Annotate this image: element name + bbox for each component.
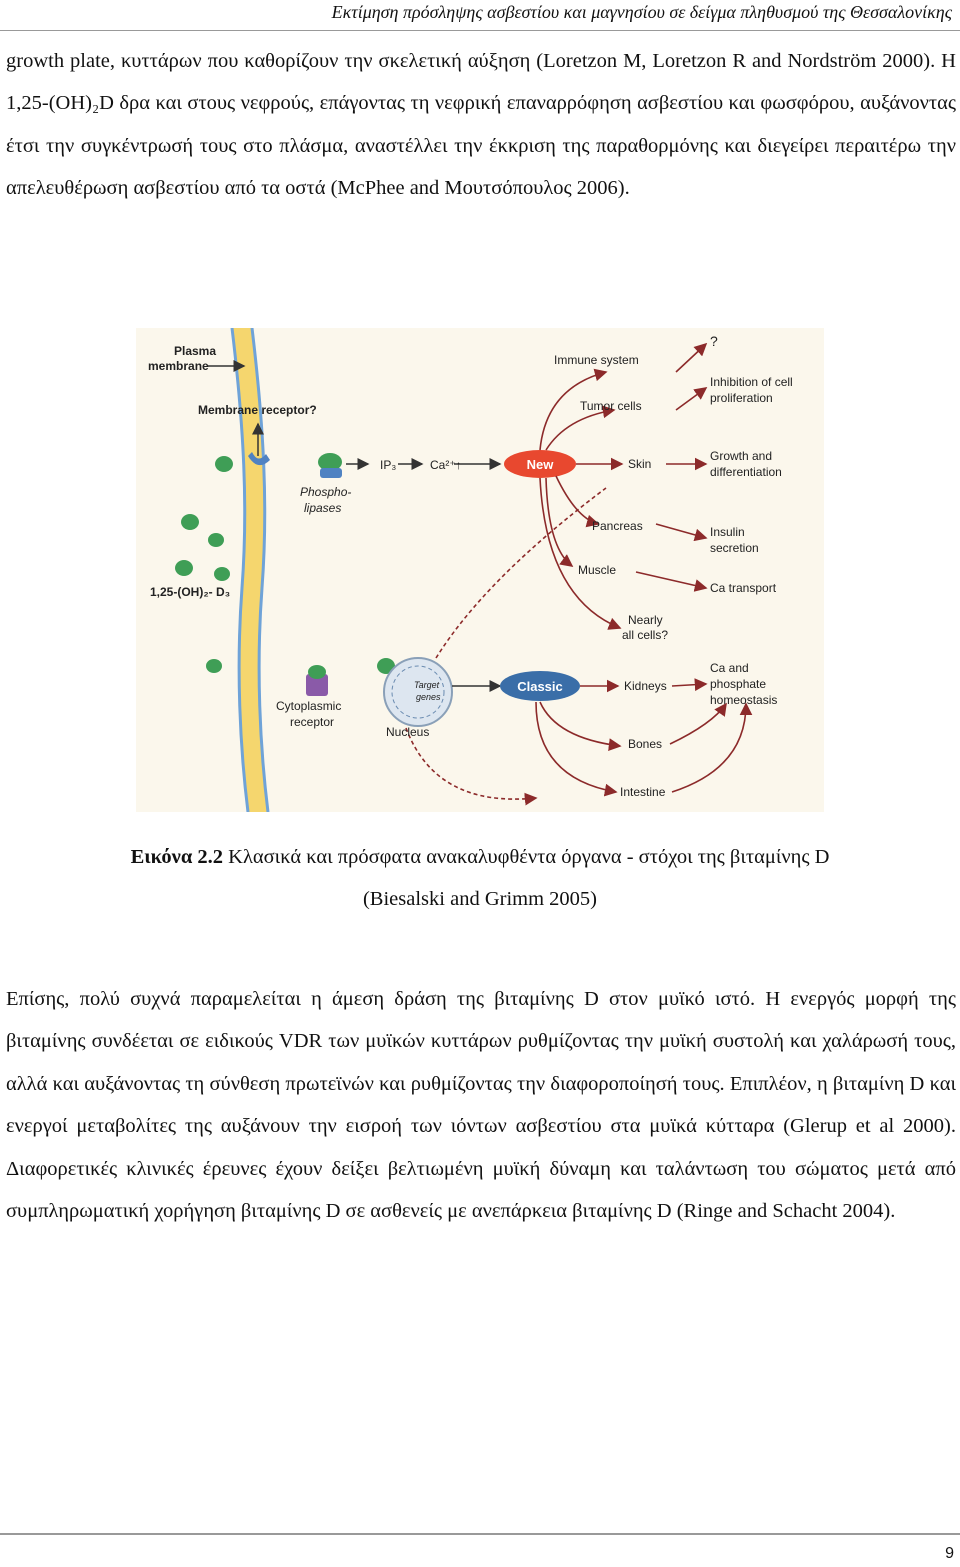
label-membrane-receptor: Membrane receptor? bbox=[198, 403, 317, 417]
label-bones: Bones bbox=[628, 737, 662, 751]
page-number: 9 bbox=[945, 1545, 954, 1562]
label-inhibition-2: proliferation bbox=[710, 391, 773, 405]
label-ca: Ca²⁺↑ bbox=[430, 458, 462, 472]
membrane-receptor bbox=[248, 452, 270, 466]
figure-caption: Εικόνα 2.2 Κλασικά και πρόσφατα ανακαλυφ… bbox=[0, 844, 960, 870]
label-inhibition-1: Inhibition of cell bbox=[710, 375, 793, 389]
label-skin: Skin bbox=[628, 457, 651, 471]
header-rule bbox=[0, 30, 960, 31]
label-growth-1: Growth and bbox=[710, 449, 772, 463]
label-genes-1: Target bbox=[414, 680, 440, 690]
ligand-molecules bbox=[175, 456, 395, 674]
paragraph-1: growth plate, κυττάρων που καθορίζουν τη… bbox=[6, 50, 956, 200]
vitamin-d-figure: Plasma membrane Membrane receptor? Phosp… bbox=[136, 328, 824, 812]
label-growth-2: differentiation bbox=[710, 465, 782, 479]
label-nearly-2: all cells? bbox=[622, 628, 668, 642]
label-homeo-3: homeostasis bbox=[710, 693, 777, 707]
label-ligand: 1,25-(OH)₂- D₃ bbox=[150, 585, 230, 599]
label-immune: Immune system bbox=[554, 353, 639, 367]
label-ca-transport: Ca transport bbox=[710, 581, 777, 595]
label-classic: Classic bbox=[517, 679, 563, 694]
cytoplasmic-receptor bbox=[306, 674, 328, 696]
running-header: Εκτίμηση πρόσληψης ασβεστίου και μαγνησί… bbox=[331, 2, 952, 22]
label-phospho-2: lipases bbox=[304, 501, 341, 515]
nucleus bbox=[383, 657, 453, 727]
label-cyto-2: receptor bbox=[290, 715, 334, 729]
label-nucleus: Nucleus bbox=[386, 725, 429, 739]
footer-rule bbox=[0, 1533, 960, 1535]
label-cyto-1: Cytoplasmic bbox=[276, 699, 341, 713]
caption-source: (Biesalski and Grimm 2005) bbox=[362, 888, 597, 910]
label-muscle: Muscle bbox=[578, 563, 616, 577]
caption-text: Κλασικά και πρόσφατα ανακαλυφθέντα όργαν… bbox=[223, 846, 830, 868]
label-pancreas: Pancreas bbox=[592, 519, 643, 533]
label-homeo-1: Ca and bbox=[710, 661, 749, 675]
new-node bbox=[504, 450, 576, 478]
label-intestine: Intestine bbox=[620, 785, 666, 799]
label-plasma-1: Plasma bbox=[174, 344, 216, 358]
label-tumor: Tumor cells bbox=[580, 399, 642, 413]
paragraph-2: Επίσης, πολύ συχνά παραμελείται η άμεση … bbox=[6, 988, 956, 1223]
label-question: ? bbox=[710, 333, 718, 349]
label-genes-2: genes bbox=[416, 692, 441, 702]
label-homeo-2: phosphate bbox=[710, 677, 766, 691]
label-nearly-1: Nearly bbox=[628, 613, 663, 627]
label-new: New bbox=[527, 457, 555, 472]
label-insulin-1: Insulin bbox=[710, 525, 745, 539]
label-plasma-2: membrane bbox=[148, 359, 209, 373]
label-kidneys: Kidneys bbox=[624, 679, 667, 693]
label-insulin-2: secretion bbox=[710, 541, 759, 555]
label-ip3: IP₃ bbox=[380, 458, 396, 472]
label-phospho-1: Phospho- bbox=[300, 485, 351, 499]
classic-node bbox=[500, 671, 580, 701]
caption-label: Εικόνα 2.2 bbox=[130, 846, 224, 868]
